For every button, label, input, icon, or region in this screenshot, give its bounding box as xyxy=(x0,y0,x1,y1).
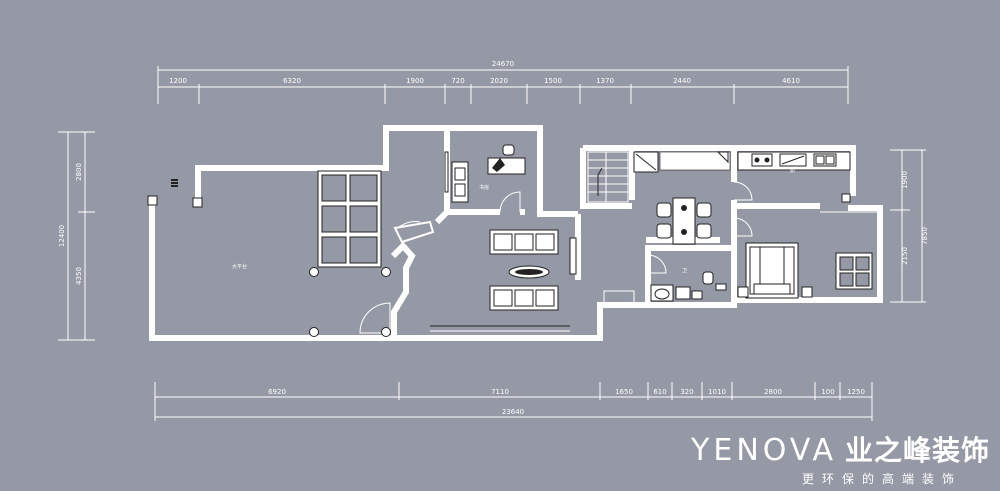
bottom-dimension-3: 1650 xyxy=(615,388,633,396)
left-dimension-2: 4350 xyxy=(75,267,83,285)
top-dimension-4: 720 xyxy=(451,77,464,85)
bottom-total-dimension: 23640 xyxy=(502,408,524,416)
bottom-dimension-5: 320 xyxy=(680,388,693,396)
dining-furniture xyxy=(633,151,731,245)
top-total-dimension: 24670 xyxy=(492,60,514,68)
drain-icon xyxy=(171,179,178,187)
brand-logo: YENOVA 业之峰装饰 xyxy=(691,429,990,469)
room-label-kitchen: 厨 xyxy=(790,168,795,174)
room-label-study: 书房 xyxy=(479,184,489,191)
right-dimension-chain: 1900 2150 7850 xyxy=(890,149,929,303)
top-dimension-8: 2440 xyxy=(673,77,691,85)
brand-slogan: 更环保的高端装饰 xyxy=(801,472,962,486)
top-dimension-5: 2020 xyxy=(490,77,508,85)
bottom-dimension-2: 7110 xyxy=(491,388,509,396)
kitchen-furniture xyxy=(737,151,851,203)
top-dimension-3: 1900 xyxy=(406,77,424,85)
room-label-terrace: 大平台 xyxy=(232,263,247,270)
room-labels: 大平台 书房 卫 厨 xyxy=(232,168,795,274)
staircase xyxy=(587,151,635,304)
bottom-dimension-6: 1010 xyxy=(708,388,726,396)
top-dimension-9: 4610 xyxy=(782,77,800,85)
bathroom-fixtures xyxy=(650,271,727,302)
left-dimension-chain: 12400 2800 4350 xyxy=(58,131,95,341)
bottom-dimension-7: 2800 xyxy=(764,388,782,396)
top-dimension-6: 1500 xyxy=(544,77,562,85)
top-dimension-2: 6320 xyxy=(283,77,301,85)
top-dimension-1: 1200 xyxy=(169,77,187,85)
right-dimension-2: 2150 xyxy=(901,247,909,265)
terrace-posts xyxy=(147,179,391,337)
right-dimension-1: 1900 xyxy=(901,171,909,189)
right-total-dimension: 7850 xyxy=(921,227,929,245)
living-furniture xyxy=(489,229,577,311)
bottom-dimension-8: 100 xyxy=(821,388,834,396)
window-grid xyxy=(317,170,382,268)
top-dimension-chain: 24670 1200 6320 1900 720 2020 1500 1370 … xyxy=(157,60,849,104)
bottom-dimension-chain: 6920 7110 1650 610 320 1010 2800 100 125… xyxy=(154,382,873,421)
bottom-dimension-9: 1250 xyxy=(847,388,865,396)
study-furniture xyxy=(444,144,526,203)
bottom-dimension-1: 6920 xyxy=(268,388,286,396)
brand-latin-wordmark: YENOVA xyxy=(691,433,837,468)
bedroom-furniture xyxy=(737,242,873,299)
bottom-dimension-4: 610 xyxy=(653,388,666,396)
brand-chinese-wordmark: 业之峰装饰 xyxy=(844,434,990,467)
left-dimension-1: 2800 xyxy=(75,163,83,181)
top-dimension-7: 1370 xyxy=(596,77,614,85)
left-total-dimension: 12400 xyxy=(58,225,66,247)
doors xyxy=(359,181,753,334)
room-label-bathroom: 卫 xyxy=(682,268,687,274)
